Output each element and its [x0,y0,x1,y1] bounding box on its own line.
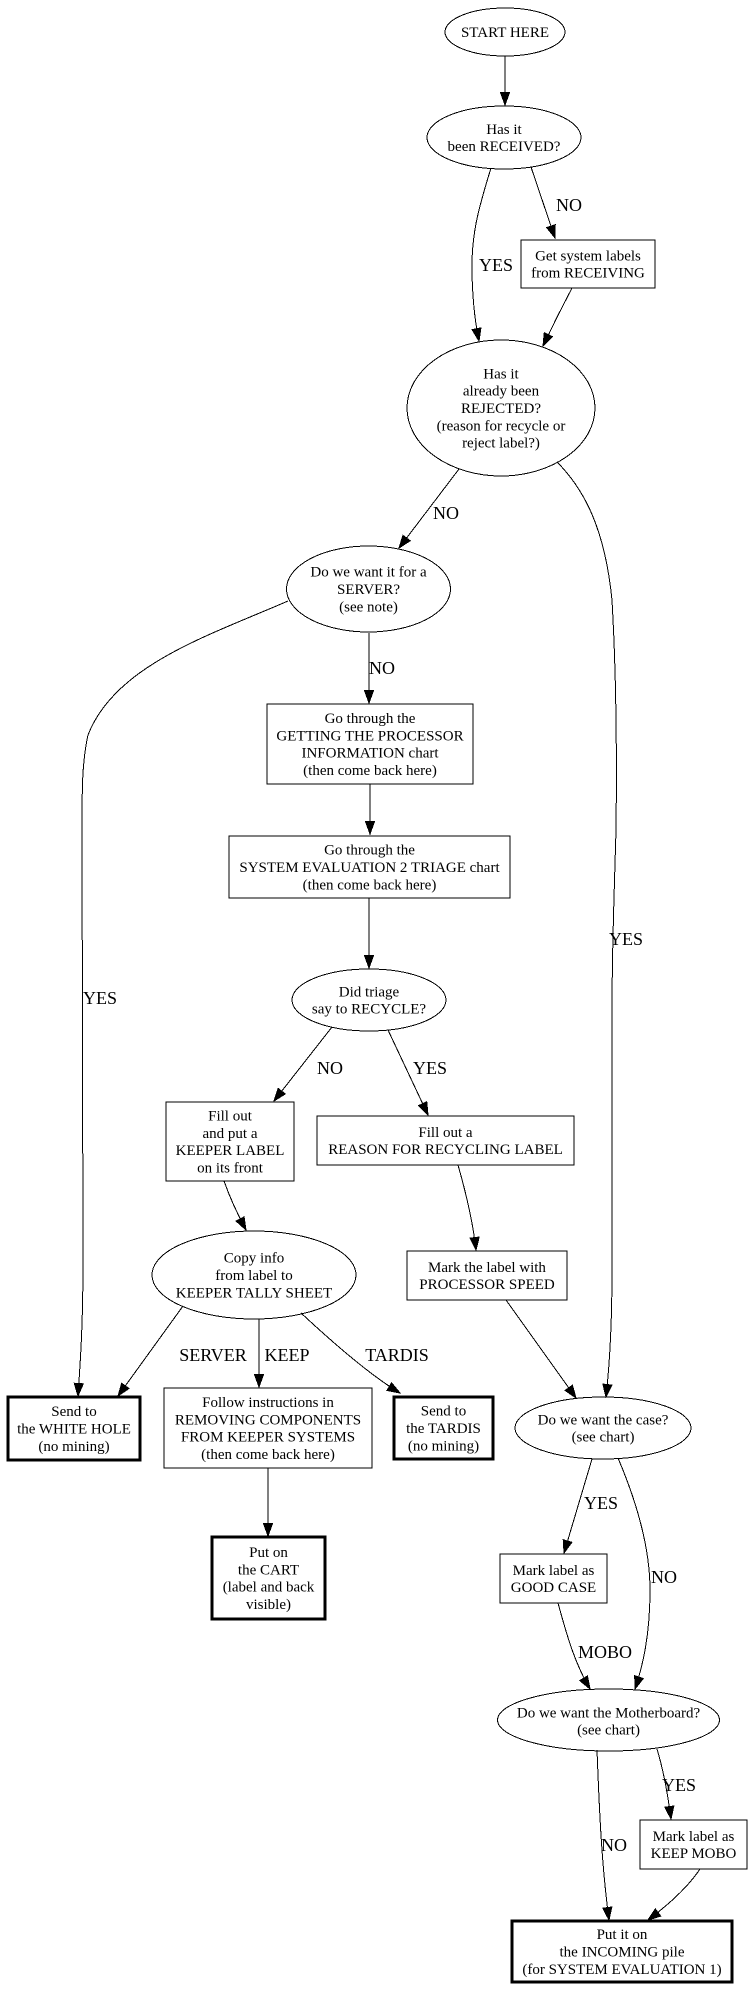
svg-text:YES: YES [83,988,117,1008]
svg-text:Do we want the case?: Do we want the case? [538,1412,669,1428]
svg-text:(no mining): (no mining) [38,1439,109,1455]
svg-text:(then come back here): (then come back here) [201,1447,335,1463]
svg-text:(see chart): (see chart) [577,1723,640,1739]
svg-text:(no mining): (no mining) [408,1438,479,1454]
svg-text:Put on: Put on [249,1545,288,1561]
svg-text:Mark the label with: Mark the label with [428,1260,546,1276]
svg-text:Put it on: Put it on [597,1927,648,1943]
svg-text:from label to: from label to [215,1268,292,1284]
svg-text:KEEP MOBO: KEEP MOBO [651,1846,737,1862]
svg-text:SERVER?: SERVER? [337,582,400,598]
svg-text:KEEPER TALLY SHEET: KEEPER TALLY SHEET [176,1285,332,1301]
svg-text:Do we want it for a: Do we want it for a [310,565,427,581]
svg-text:visible): visible) [246,1597,291,1613]
svg-text:GOOD CASE: GOOD CASE [511,1580,596,1596]
svg-text:REJECTED?: REJECTED? [461,401,541,417]
svg-text:on its front: on its front [197,1160,264,1176]
svg-text:the TARDIS: the TARDIS [406,1421,481,1437]
svg-text:START HERE: START HERE [461,25,549,41]
svg-text:YES: YES [479,255,513,275]
svg-text:say to RECYCLE?: say to RECYCLE? [312,1002,426,1018]
svg-text:REMOVING COMPONENTS: REMOVING COMPONENTS [175,1412,361,1428]
svg-text:Go through the: Go through the [324,843,415,859]
svg-text:and put a: and put a [203,1126,258,1142]
svg-text:(for SYSTEM EVALUATION 1): (for SYSTEM EVALUATION 1) [522,1962,721,1978]
svg-text:(see note): (see note) [339,599,398,615]
svg-text:Did triage: Did triage [339,984,400,1000]
svg-text:Fill out a: Fill out a [418,1125,473,1141]
svg-text:Has it: Has it [486,122,522,138]
svg-text:GETTING THE PROCESSOR: GETTING THE PROCESSOR [276,728,463,744]
svg-text:been RECEIVED?: been RECEIVED? [448,139,561,155]
svg-text:KEEP: KEEP [265,1345,310,1365]
svg-text:NO: NO [556,195,582,215]
svg-text:NO: NO [369,658,395,678]
svg-text:the INCOMING pile: the INCOMING pile [560,1945,685,1961]
svg-text:INFORMATION chart: INFORMATION chart [301,746,439,762]
svg-text:REASON FOR RECYCLING LABEL: REASON FOR RECYCLING LABEL [328,1142,563,1158]
svg-text:YES: YES [662,1775,696,1795]
svg-text:Send to: Send to [51,1404,96,1420]
svg-text:YES: YES [609,929,643,949]
svg-text:TARDIS: TARDIS [365,1345,429,1365]
svg-text:MOBO: MOBO [578,1642,632,1662]
svg-text:Mark label as: Mark label as [653,1829,735,1845]
svg-text:Send to: Send to [421,1404,466,1420]
svg-text:SYSTEM EVALUATION 2 TRIAGE cha: SYSTEM EVALUATION 2 TRIAGE chart [239,860,500,876]
svg-text:Go through the: Go through the [325,711,416,727]
svg-text:FROM KEEPER SYSTEMS: FROM KEEPER SYSTEMS [181,1430,355,1446]
svg-text:the CART: the CART [238,1562,299,1578]
svg-text:Do we want the Motherboard?: Do we want the Motherboard? [517,1705,701,1721]
svg-text:(label and back: (label and back [223,1580,315,1596]
svg-text:Mark label as: Mark label as [513,1563,595,1579]
svg-text:Copy info: Copy info [224,1251,284,1267]
svg-text:Get system labels: Get system labels [535,248,641,264]
svg-text:Has it: Has it [483,366,519,382]
svg-text:YES: YES [584,1493,618,1513]
svg-text:NO: NO [651,1567,677,1587]
svg-text:(then come back here): (then come back here) [303,763,437,779]
svg-text:NO: NO [317,1058,343,1078]
svg-text:already been: already been [463,384,540,400]
svg-text:KEEPER LABEL: KEEPER LABEL [176,1143,285,1159]
svg-text:SERVER: SERVER [179,1345,247,1365]
svg-text:(see chart): (see chart) [572,1430,635,1446]
svg-text:reject label?): reject label?) [462,436,540,452]
svg-text:the WHITE HOLE: the WHITE HOLE [17,1422,131,1438]
svg-text:(reason for recycle or: (reason for recycle or [437,418,566,434]
svg-text:Follow instructions in: Follow instructions in [202,1395,334,1411]
svg-text:NO: NO [433,503,459,523]
svg-text:YES: YES [413,1058,447,1078]
svg-text:(then come back here): (then come back here) [303,877,437,893]
svg-text:Fill out: Fill out [208,1109,253,1125]
svg-text:NO: NO [601,1835,627,1855]
svg-text:PROCESSOR SPEED: PROCESSOR SPEED [419,1277,555,1293]
svg-text:from RECEIVING: from RECEIVING [531,266,645,282]
